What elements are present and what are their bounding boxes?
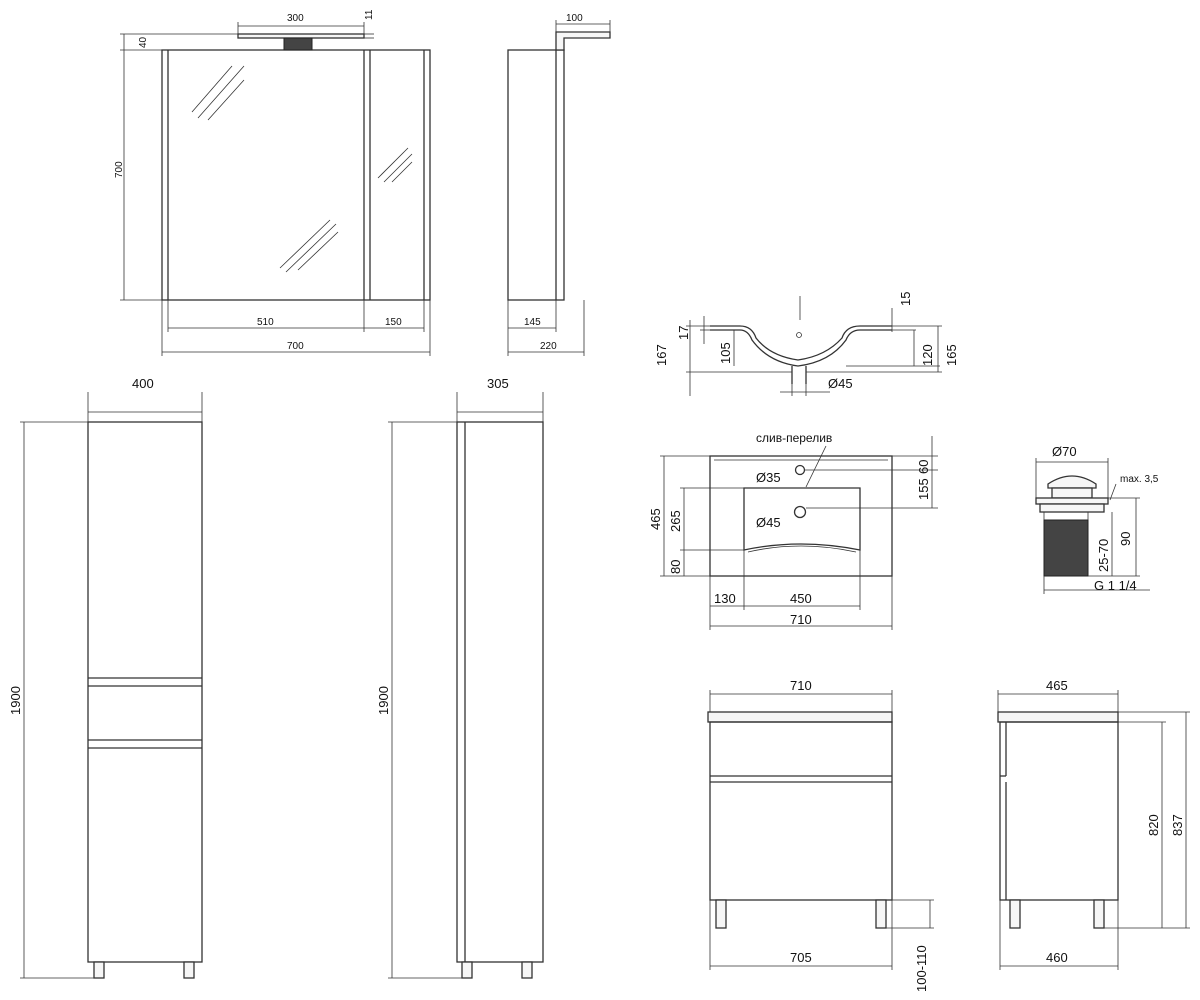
dim-plan-60: 60 bbox=[916, 460, 931, 474]
dim-basin-165: 165 bbox=[944, 344, 959, 366]
dim-lamp-width: 300 bbox=[287, 13, 304, 24]
vanity-front: 710 705 100-110 bbox=[707, 678, 934, 992]
dim-basin-167: 167 bbox=[654, 344, 669, 366]
overflow-label: слив-перелив bbox=[756, 431, 832, 445]
dim-plan-130: 130 bbox=[714, 591, 736, 606]
dim-vanity-top-width: 710 bbox=[790, 678, 812, 693]
dim-vanity-base-width: 705 bbox=[790, 950, 812, 965]
tall-cabinet-front: 400 1900 bbox=[8, 376, 203, 979]
dim-plan-450: 450 bbox=[790, 591, 812, 606]
basin-plan: слив-перелив Ø35 Ø45 60 155 465 265 80 1… bbox=[648, 431, 938, 630]
dim-plan-465: 465 bbox=[648, 508, 663, 530]
drain-max-gap: max. 3,5 bbox=[1120, 474, 1159, 485]
drain-range: 25-70 bbox=[1096, 539, 1111, 572]
dim-tall-front-width: 400 bbox=[132, 376, 154, 391]
dim-plan-155: 155 bbox=[916, 478, 931, 500]
dim-tall-side-height: 1900 bbox=[376, 686, 391, 715]
dim-tall-side-depth: 305 bbox=[487, 376, 509, 391]
dim-plan-710: 710 bbox=[790, 612, 812, 627]
dim-vanity-base-depth: 460 bbox=[1046, 950, 1068, 965]
vanity-side: 465 460 820 837 bbox=[997, 678, 1190, 970]
dim-side-top-depth: 100 bbox=[566, 13, 583, 24]
dim-mirror-width: 510 bbox=[257, 317, 274, 328]
dim-basin-105: 105 bbox=[718, 342, 733, 364]
tap-hole-diameter: Ø35 bbox=[756, 470, 781, 485]
tall-cabinet-side: 305 1900 bbox=[376, 376, 544, 979]
dim-side-body-depth: 145 bbox=[524, 317, 541, 328]
dim-basin-17: 17 bbox=[676, 326, 691, 340]
dim-drain-diameter: Ø45 bbox=[828, 376, 853, 391]
mirror-cabinet-front: 300 11 40 700 510 150 700 bbox=[114, 9, 431, 356]
dim-tall-front-height: 1900 bbox=[8, 686, 23, 715]
dim-lamp-height: 11 bbox=[364, 9, 375, 20]
drain-valve: Ø70 max. 3,5 90 25-70 G 1 1/4 bbox=[1035, 444, 1159, 594]
dim-mirror-height: 700 bbox=[114, 161, 125, 178]
drain-cap-diameter: Ø70 bbox=[1052, 444, 1077, 459]
dim-vanity-leg-height: 100-110 bbox=[914, 945, 929, 992]
dim-mirror-total-width: 700 bbox=[287, 341, 304, 352]
dim-side-total-depth: 220 bbox=[540, 341, 557, 352]
dim-basin-120: 120 bbox=[920, 344, 935, 366]
drain-height: 90 bbox=[1118, 532, 1133, 546]
dim-plan-265: 265 bbox=[668, 510, 683, 532]
dim-basin-15: 15 bbox=[898, 292, 913, 306]
dim-vanity-height-body: 820 bbox=[1146, 814, 1161, 836]
dim-vanity-height-total: 837 bbox=[1170, 814, 1185, 836]
dim-plan-80: 80 bbox=[668, 560, 683, 574]
mirror-cabinet-side: 100 145 220 bbox=[507, 13, 611, 356]
basin-section: 17 167 105 15 120 165 Ø45 bbox=[654, 292, 959, 396]
drain-hole-diameter: Ø45 bbox=[756, 515, 781, 530]
dim-lamp-offset: 40 bbox=[138, 36, 149, 48]
dim-vanity-top-depth: 465 bbox=[1046, 678, 1068, 693]
drain-thread: G 1 1/4 bbox=[1094, 578, 1137, 593]
dim-side-width: 150 bbox=[385, 317, 402, 328]
